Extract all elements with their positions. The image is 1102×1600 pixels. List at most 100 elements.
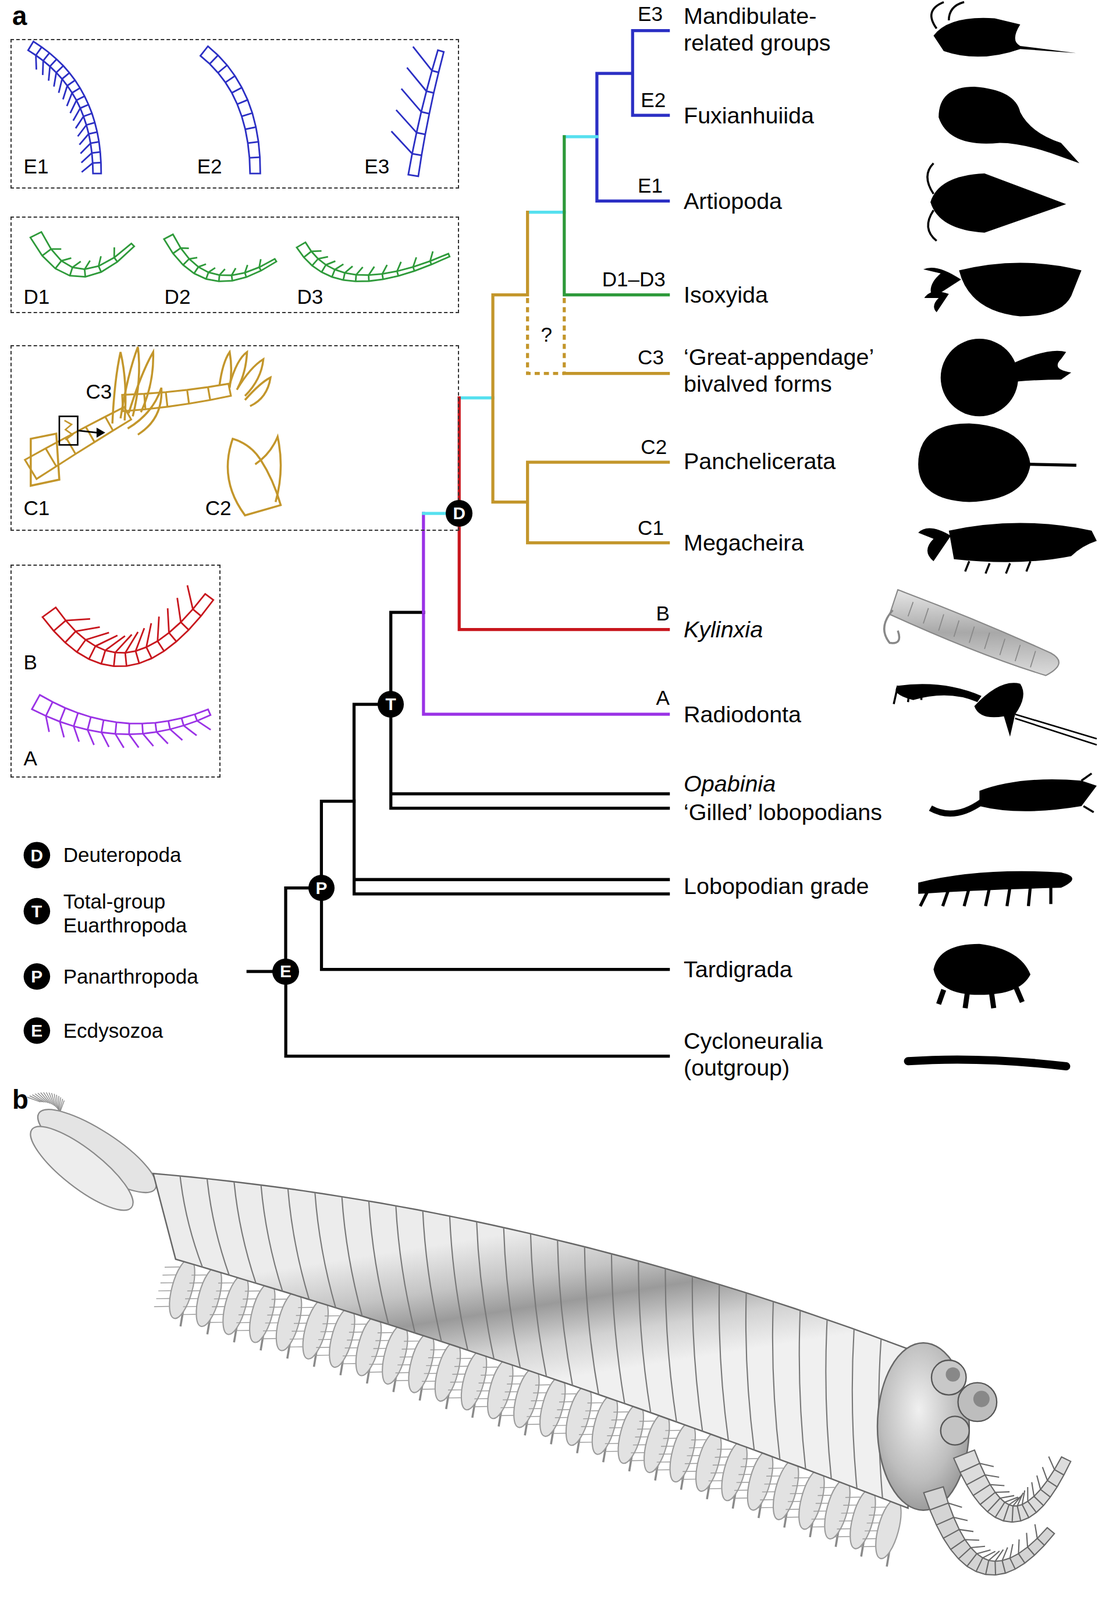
tree-branch-connector [321, 704, 378, 875]
chelate-appendage-details [127, 387, 162, 435]
panel-letter: a [12, 1, 27, 32]
segmented-limb [303, 250, 433, 282]
tree-branch-connector [421, 513, 425, 613]
kylinxia-reconstruction [19, 1092, 1071, 1575]
leg-series [482, 1356, 518, 1421]
leg-series [217, 1271, 254, 1337]
appendage-label: E3 [364, 154, 390, 179]
legend-circles [23, 897, 51, 925]
taxon-name: Tardigrada [683, 955, 793, 983]
branch-code: C2 [640, 435, 667, 459]
appendage-panel: E1E2E3 [10, 38, 460, 190]
chelate-appendage-details [244, 377, 271, 407]
legend-circles [23, 1017, 51, 1044]
taxon-silhouettes [931, 2, 965, 30]
chelate-appendage-details [236, 358, 264, 396]
appendage-label: C1 [23, 496, 51, 520]
leg-series [350, 1313, 387, 1378]
tergite-lines [180, 1175, 883, 1498]
segmented-limb [296, 242, 450, 282]
leg-series [377, 1321, 413, 1387]
leg-series [534, 1373, 571, 1439]
trunk [153, 1172, 908, 1508]
taxon-name: ‘Great-appendage’ bivalved forms [683, 343, 894, 397]
leg-series [638, 1410, 675, 1475]
chelate-appendage-details [59, 416, 78, 445]
clade-letter: T [385, 694, 397, 714]
leg-series [742, 1447, 778, 1513]
segmented-limb [296, 242, 450, 282]
segmented-limb [45, 416, 113, 467]
chelate-appendage-details [229, 352, 248, 388]
taxon-name: Cycloneuralia (outgroup) [683, 1027, 848, 1081]
tail-fan [19, 1113, 144, 1222]
taxon-silhouettes [884, 2, 1097, 1067]
segmented-limb [32, 694, 211, 748]
legend-circles [23, 841, 51, 1044]
taxon-silhouettes [958, 262, 1082, 316]
legend-letter: T [31, 901, 42, 922]
leg-series [716, 1438, 753, 1503]
appendage-panel: D1D2D3 [10, 216, 460, 314]
branch-code: B [656, 601, 670, 625]
taxon-silhouettes [1028, 464, 1076, 466]
taxon-name: Fuxianhuiida [683, 102, 814, 129]
eyes [931, 1359, 997, 1445]
leg-series [560, 1383, 597, 1448]
taxon-silhouettes [1015, 350, 1072, 382]
segmented-limb [25, 406, 132, 479]
segmented-limb [30, 231, 134, 277]
chelate-appendage-details [128, 352, 154, 414]
clade-node: P [308, 874, 336, 902]
gold-branches [527, 297, 565, 374]
segmented-limb [391, 46, 444, 177]
red-branches [459, 397, 668, 630]
branch-code: D1–D3 [602, 267, 666, 291]
taxon-silhouettes [974, 682, 1024, 737]
leg-series [587, 1391, 623, 1457]
taxon-name: Isoxyida [683, 281, 769, 308]
segmented-limb [27, 41, 102, 174]
appendage-label: E1 [23, 154, 49, 179]
leg-series [613, 1401, 649, 1466]
taxon-silhouettes [933, 943, 1031, 995]
taxon-silhouettes [889, 589, 1059, 675]
taxon-silhouettes [918, 528, 951, 562]
taxon-silhouettes [933, 18, 1076, 57]
clade-node: T [377, 690, 405, 718]
taxon-silhouettes [908, 1058, 1067, 1066]
tree-branch-connector [390, 513, 447, 691]
segmented-limb [25, 406, 132, 479]
gold-branches [492, 212, 669, 543]
chelate-appendage-details [97, 428, 105, 437]
leg-series [870, 1495, 906, 1561]
segmented-limb [27, 41, 102, 174]
tree-branch-connector [285, 887, 309, 959]
taxon-silhouettes [884, 609, 900, 643]
taxon-silhouettes [979, 779, 1097, 812]
panel-letter: b [12, 1084, 29, 1115]
legend-letter: E [30, 1020, 43, 1041]
legend-circles [23, 962, 51, 990]
tree-branch-connector [390, 612, 424, 691]
leg-series [297, 1296, 334, 1361]
taxon-silhouettes [930, 801, 982, 814]
appendage-panel: BA [10, 564, 221, 778]
taxon-name: Opabinia [683, 770, 776, 797]
blue-branches [596, 30, 669, 202]
taxon-silhouettes [940, 338, 1019, 417]
legend-text: Deuteropoda [63, 843, 182, 867]
segmented-limb [53, 585, 201, 667]
branch-code: C1 [637, 516, 664, 540]
chelate-appendage-details [255, 436, 282, 502]
purple-branches [423, 612, 669, 714]
appendage-label: A [23, 746, 38, 770]
taxon-silhouettes [924, 291, 949, 313]
clade-node: D [445, 499, 473, 527]
leg-series [191, 1264, 227, 1329]
branch-code: C3 [637, 345, 664, 369]
clade-letter: E [279, 961, 292, 981]
segmented-limb [36, 47, 102, 173]
segmented-limb [953, 1449, 1071, 1522]
